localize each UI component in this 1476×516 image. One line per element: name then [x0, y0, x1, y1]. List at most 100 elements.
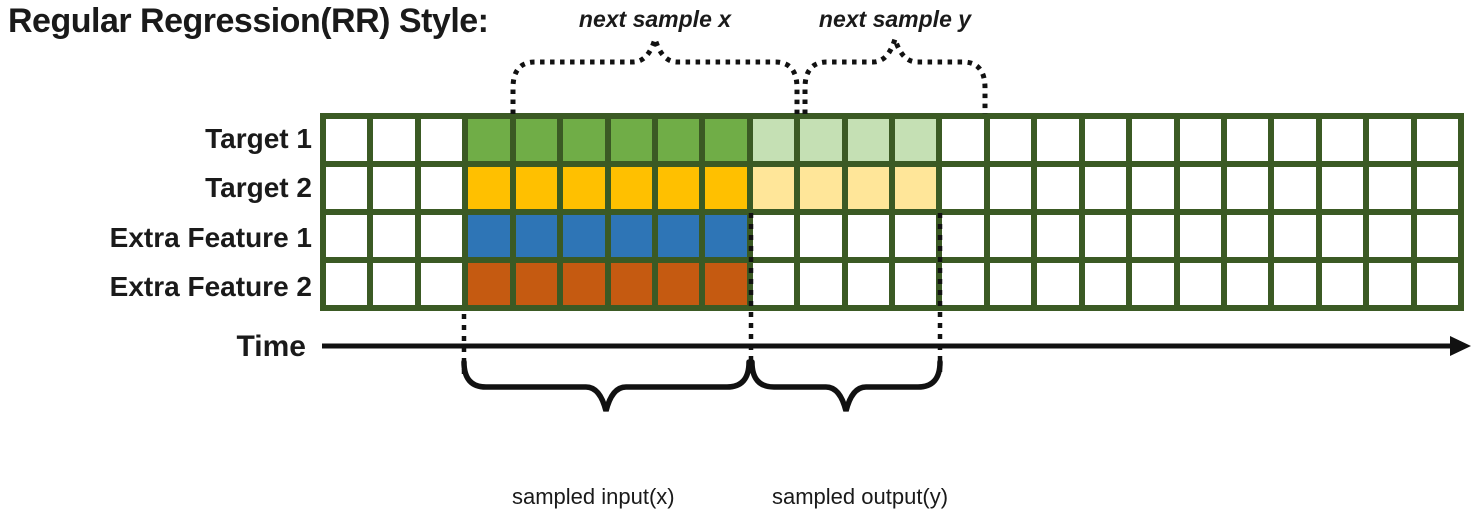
row-label-target-1: Target 1	[205, 122, 312, 154]
grid-cell-row2-col4	[468, 167, 510, 209]
grid-cell-row3-col23	[1369, 215, 1411, 257]
grid-cell-row3-col19	[1179, 215, 1221, 257]
grid-cell-row4-col15	[989, 263, 1032, 305]
grid-cell-row1-col17	[1084, 119, 1127, 161]
grid-cell-row2-col11	[800, 167, 842, 209]
grid-cell-row4-col2	[373, 263, 415, 305]
grid-cell-row2-col16	[1037, 167, 1079, 209]
grid-cell-row2-col13	[895, 167, 937, 209]
grid-cell-row3-col24	[1416, 215, 1458, 257]
time-axis-arrowhead-icon	[1450, 336, 1471, 356]
grid-cell-row1-col10	[752, 119, 795, 161]
sampled-input-brace	[461, 359, 752, 412]
grid-cell-row2-col12	[847, 167, 889, 209]
grid-cell-row4-col11	[800, 263, 842, 305]
grid-cell-row2-col23	[1369, 167, 1411, 209]
grid-cell-row1-col1	[326, 119, 368, 161]
grid-cell-row2-col2	[373, 167, 415, 209]
grid-cell-row4-col4	[468, 263, 510, 305]
grid-cell-row4-col6	[563, 263, 605, 305]
grid-cell-row1-col23	[1369, 119, 1411, 161]
grid-cell-row3-col12	[847, 215, 889, 257]
grid-cell-row4-col1	[326, 263, 368, 305]
grid-cell-row4-col7	[610, 263, 652, 305]
grid-cell-row4-col14	[942, 263, 984, 305]
grid-cell-row1-col11	[800, 119, 842, 161]
grid-cell-row3-col4	[468, 215, 510, 257]
diagram-title: Regular Regression(RR) Style:	[8, 2, 489, 40]
grid-cell-row1-col14	[942, 119, 984, 161]
grid-cell-row2-col15	[989, 167, 1032, 209]
grid-cell-row3-col15	[989, 215, 1032, 257]
grid-cell-row2-col22	[1321, 167, 1364, 209]
grid-cell-row1-col4	[468, 119, 510, 161]
sampled-output-annotation: sampled output(y) horizon=4 output_featu…	[772, 422, 994, 516]
sampled-input-title: sampled input(x)	[512, 484, 675, 509]
grid-cell-row3-col9	[705, 215, 747, 257]
next-sample-y-brace	[802, 30, 988, 114]
grid-cell-row4-col8	[657, 263, 700, 305]
grid-cell-row1-col7	[610, 119, 652, 161]
grid-cell-row2-col9	[705, 167, 747, 209]
grid-cell-row2-col20	[1226, 167, 1269, 209]
grid-cell-row3-col1	[326, 215, 368, 257]
grid-cell-row1-col21	[1274, 119, 1316, 161]
grid-cell-row3-col17	[1084, 215, 1127, 257]
grid-cell-row1-col3	[420, 119, 463, 161]
grid-cell-row1-col24	[1416, 119, 1458, 161]
grid-cell-row1-col15	[989, 119, 1032, 161]
grid-cell-row2-col19	[1179, 167, 1221, 209]
grid-cell-row3-col16	[1037, 215, 1079, 257]
time-axis-label: Time	[236, 330, 306, 363]
grid-cell-row4-col22	[1321, 263, 1364, 305]
next-sample-x-label: next sample x	[578, 6, 732, 32]
grid-cell-row1-col16	[1037, 119, 1079, 161]
grid-cell-row1-col9	[705, 119, 747, 161]
row-label-extra-feature-2: Extra Feature 2	[109, 271, 312, 303]
grid-cell-row4-col12	[847, 263, 889, 305]
grid-cell-row1-col13	[895, 119, 937, 161]
next-sample-x-brace	[510, 30, 800, 114]
grid-cell-row3-col5	[515, 215, 558, 257]
sampled-input-annotation: sampled input(x) lookback=6 input_featur…	[512, 422, 721, 516]
grid-cell-row3-col7	[610, 215, 652, 257]
grid-cell-row3-col10	[752, 215, 795, 257]
sampled-output-brace	[749, 359, 943, 412]
grid-cell-row3-col11	[800, 215, 842, 257]
grid-cell-row2-col18	[1132, 167, 1174, 209]
grid-cell-row4-col16	[1037, 263, 1079, 305]
grid-cell-row1-col8	[657, 119, 700, 161]
grid-cell-row3-col22	[1321, 215, 1364, 257]
grid-cell-row1-col6	[563, 119, 605, 161]
grid-cell-row3-col3	[420, 215, 463, 257]
grid-cell-row4-col5	[515, 263, 558, 305]
grid-cell-row2-col21	[1274, 167, 1316, 209]
grid-cell-row1-col20	[1226, 119, 1269, 161]
grid-cell-row2-col10	[752, 167, 795, 209]
grid-cell-row1-col12	[847, 119, 889, 161]
grid-cell-row2-col3	[420, 167, 463, 209]
grid-cell-row3-col2	[373, 215, 415, 257]
grid-cell-row3-col13	[895, 215, 937, 257]
grid-cell-row4-col10	[752, 263, 795, 305]
grid-cell-row4-col20	[1226, 263, 1269, 305]
grid-cell-row4-col24	[1416, 263, 1458, 305]
sample-grid	[320, 113, 1464, 311]
grid-cell-row2-col17	[1084, 167, 1127, 209]
grid-cell-row4-col3	[420, 263, 463, 305]
row-label-target-2: Target 2	[205, 172, 312, 204]
grid-cell-row1-col18	[1132, 119, 1174, 161]
grid-cell-row3-col21	[1274, 215, 1316, 257]
grid-cell-row3-col18	[1132, 215, 1174, 257]
grid-cell-row4-col13	[895, 263, 937, 305]
grid-cell-row2-col14	[942, 167, 984, 209]
grid-cell-row3-col6	[563, 215, 605, 257]
next-sample-y-label: next sample y	[818, 6, 972, 32]
grid-cell-row2-col24	[1416, 167, 1458, 209]
grid-cell-row1-col2	[373, 119, 415, 161]
grid-cell-row4-col18	[1132, 263, 1174, 305]
grid-cell-row4-col21	[1274, 263, 1316, 305]
grid-cell-row2-col1	[326, 167, 368, 209]
row-labels: Target 1 Target 2 Extra Feature 1 Extra …	[0, 114, 312, 312]
